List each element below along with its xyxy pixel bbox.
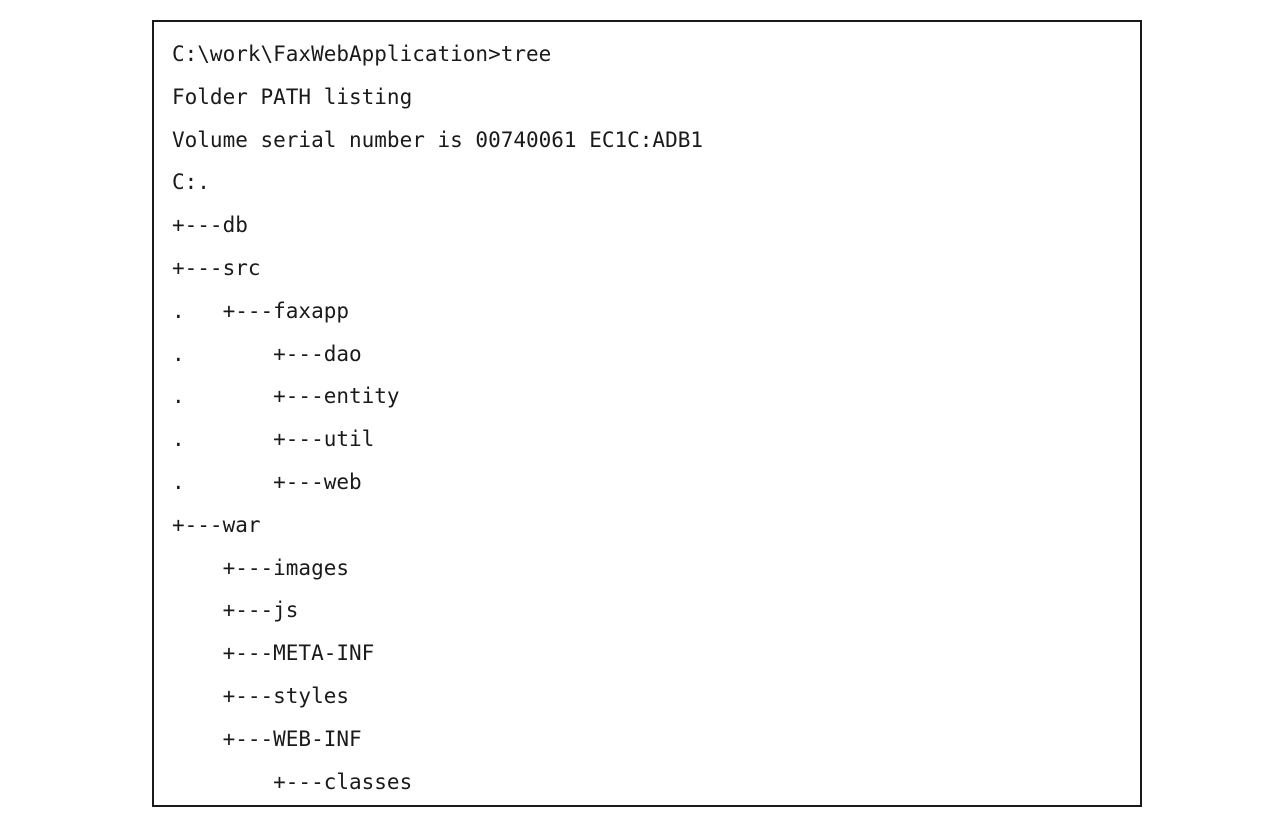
tree-node-db: +---db: [172, 213, 248, 238]
tree-node-entity: . +---entity: [172, 384, 400, 409]
tree-node-web-inf: +---WEB-INF: [172, 726, 362, 751]
tree-node-war: +---war: [172, 512, 261, 537]
tree-node-classes: +---classes: [172, 769, 413, 794]
tree-root: C:.: [172, 170, 210, 195]
tree-node-styles: +---styles: [172, 683, 350, 708]
tree-node-src: +---src: [172, 255, 261, 280]
tree-node-images: +---images: [172, 555, 350, 580]
tree-node-dao: . +---dao: [172, 341, 362, 366]
tree-node-faxapp: . +---faxapp: [172, 298, 350, 323]
tree-node-util: . +---util: [172, 427, 375, 452]
tree-node-meta-inf: +---META-INF: [172, 641, 375, 666]
volume-serial-line: Volume serial number is 00740061 EC1C:AD…: [172, 127, 704, 152]
command-line: C:\work\FaxWebApplication>tree: [172, 42, 552, 66]
listing-header: Folder PATH listing: [172, 84, 413, 109]
tree-node-js: +---js: [172, 598, 299, 623]
console-output-box: C:\work\FaxWebApplication>tree Folder PA…: [152, 20, 1142, 807]
tree-listing: C:\work\FaxWebApplication>tree Folder PA…: [172, 33, 703, 803]
tree-node-web: . +---web: [172, 469, 362, 494]
